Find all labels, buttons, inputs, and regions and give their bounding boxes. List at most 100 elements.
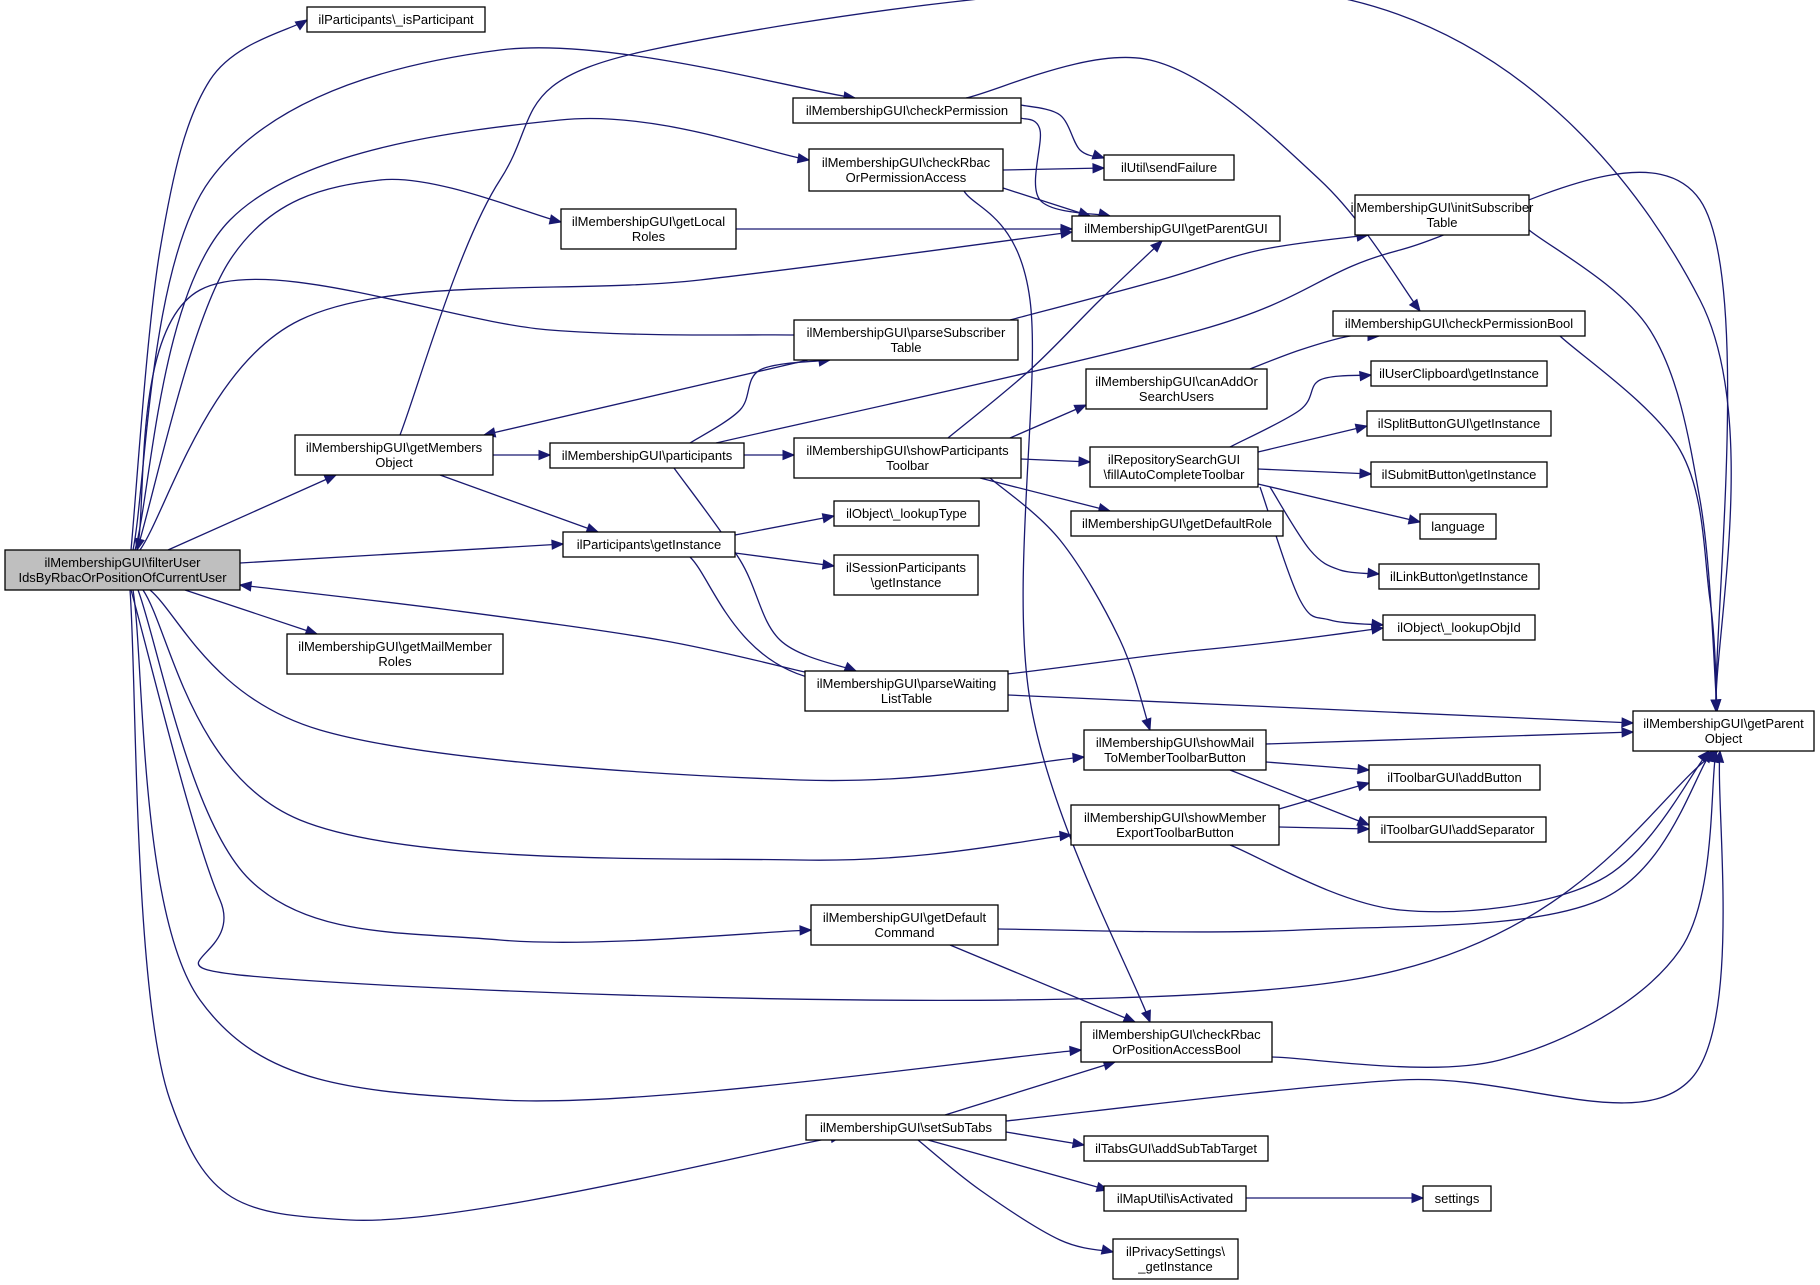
node-label-line: ilToolbarGUI\addButton [1387,770,1521,785]
arrowhead [1407,514,1422,525]
node-label-line: Table [890,340,921,355]
node-showMailToMember[interactable]: ilMembershipGUI\showMailToMemberToolbarB… [1083,729,1267,771]
edge-checkRbacOrPositionAccessBool-to-getParentObject [1271,749,1720,1068]
node-box [1089,446,1259,488]
node-label-line: \fillAutoCompleteToolbar [1104,467,1246,482]
node-sessionParticipants[interactable]: ilSessionParticipants\getInstance [833,554,979,596]
node-fillAutoCompleteToolbar[interactable]: ilRepositorySearchGUI\fillAutoCompleteTo… [1089,446,1259,488]
node-checkPermissionBool[interactable]: ilMembershipGUI\checkPermissionBool [1332,310,1586,337]
edge-line [1229,374,1372,448]
node-label-line: IdsByRbacOrPositionOfCurrentUser [18,570,227,585]
node-sendFailure[interactable]: ilUtil\sendFailure [1103,154,1235,181]
edge-line [734,515,835,536]
edge-line [989,477,1151,731]
edge-parseSubscriberTable-to-initSubscriberTable [1009,231,1370,321]
node-lookupType[interactable]: ilObject\_lookupType [833,500,980,527]
node-label-line: ilMembershipGUI\showMail [1096,735,1254,750]
edge-line [1269,486,1380,575]
node-box [1103,1185,1247,1212]
node-label-line: ilLinkButton\getInstance [1390,569,1528,584]
node-label-line: Command [875,925,935,940]
node-userClipboard[interactable]: ilUserClipboard\getInstance [1370,360,1548,387]
node-addSubTabTarget[interactable]: ilTabsGUI\addSubTabTarget [1083,1135,1269,1162]
edge-line [997,750,1713,933]
node-label-line: settings [1435,1191,1480,1206]
node-linkButton[interactable]: ilLinkButton\getInstance [1378,563,1540,590]
arrowhead [538,449,552,461]
arrowhead [1354,423,1369,434]
edge-setSubTabs-to-addSubTabTarget [1005,1131,1086,1149]
arrowhead [323,474,338,485]
node-partGetInstance[interactable]: ilParticipants\getInstance [562,531,736,558]
node-splitButton[interactable]: ilSplitButtonGUI\getInstance [1366,410,1552,437]
node-showMemberExport[interactable]: ilMembershipGUI\showMemberExportToolbarB… [1070,804,1280,846]
edge-checkRbacOrPermissionAccess-to-checkRbacOrPositionAccessBool [963,190,1151,1024]
edge-line [1249,334,1380,370]
node-getParentGUI[interactable]: ilMembershipGUI\getParentGUI [1071,215,1281,242]
edge-line [715,171,1729,712]
nodes-layer: ilMembershipGUI\filterUserIdsByRbacOrPos… [4,6,1815,1280]
node-setSubTabs[interactable]: ilMembershipGUI\setSubTabs [805,1114,1007,1141]
node-language[interactable]: language [1419,513,1497,540]
edge-line [142,589,1072,861]
node-root[interactable]: ilMembershipGUI\filterUserIdsByRbacOrPos… [4,549,241,591]
edge-isActivated-to-settings [1246,1192,1425,1204]
node-submitButton[interactable]: ilSubmitButton\getInstance [1370,461,1548,488]
node-box [793,319,1019,361]
edge-line [917,1139,1114,1253]
arrowhead [1150,240,1163,253]
edge-line [1002,187,1091,217]
arrowhead [1357,823,1371,835]
node-label-line: ilSessionParticipants [846,560,966,575]
node-isActivated[interactable]: ilMapUtil\isActivated [1103,1185,1247,1212]
edge-line [1257,425,1368,453]
arrowhead [1122,1012,1137,1023]
node-lookupObjId[interactable]: ilObject\_lookupObjId [1382,614,1536,641]
node-getDefaultRole[interactable]: ilMembershipGUI\getDefaultRole [1070,510,1284,537]
edge-partGetInstance-to-sessionParticipants [734,552,836,570]
edge-line [979,477,1111,512]
node-privacySettings[interactable]: ilPrivacySettings\_getInstance [1112,1238,1239,1280]
node-box [1332,310,1586,337]
edge-line [1265,761,1370,771]
edge-line [1265,731,1634,745]
arrowhead [1711,699,1722,713]
edge-participants-to-showParticipantsToolbar [744,449,796,461]
edge-line [1002,167,1105,171]
node-checkRbacOrPermissionAccess[interactable]: ilMembershipGUI\checkRbacOrPermissionAcc… [808,148,1004,192]
node-addButton[interactable]: ilToolbarGUI\addButton [1368,764,1541,791]
arrowhead [1073,404,1088,415]
node-label-line: ilParticipants\getInstance [577,537,722,552]
node-box [793,437,1022,479]
node-settings[interactable]: settings [1422,1185,1492,1212]
node-label-line: \getInstance [871,575,942,590]
edge-line [673,467,857,672]
edge-line [949,944,1136,1023]
arrowhead [821,513,836,524]
arrowhead [796,152,811,164]
node-box [1112,1238,1239,1280]
arrowhead [1700,749,1713,764]
node-addSeparator[interactable]: ilToolbarGUI\addSeparator [1368,816,1547,843]
edge-line [136,278,795,551]
node-participants[interactable]: ilMembershipGUI\participants [549,442,745,469]
edge-showMemberExport-to-addButton [1278,781,1371,810]
node-checkPermission[interactable]: ilMembershipGUI\checkPermission [792,97,1022,124]
arrowhead [782,449,796,461]
node-label-line: ilMembershipGUI\getMembers [306,440,483,455]
node-box [294,434,494,476]
node-checkRbacOrPositionAccessBool[interactable]: ilMembershipGUI\checkRbacOrPositionAcces… [1080,1021,1273,1063]
node-box [1080,1021,1273,1063]
node-isParticipant[interactable]: ilParticipants\_isParticipant [306,6,486,33]
edge-line [1009,404,1087,439]
